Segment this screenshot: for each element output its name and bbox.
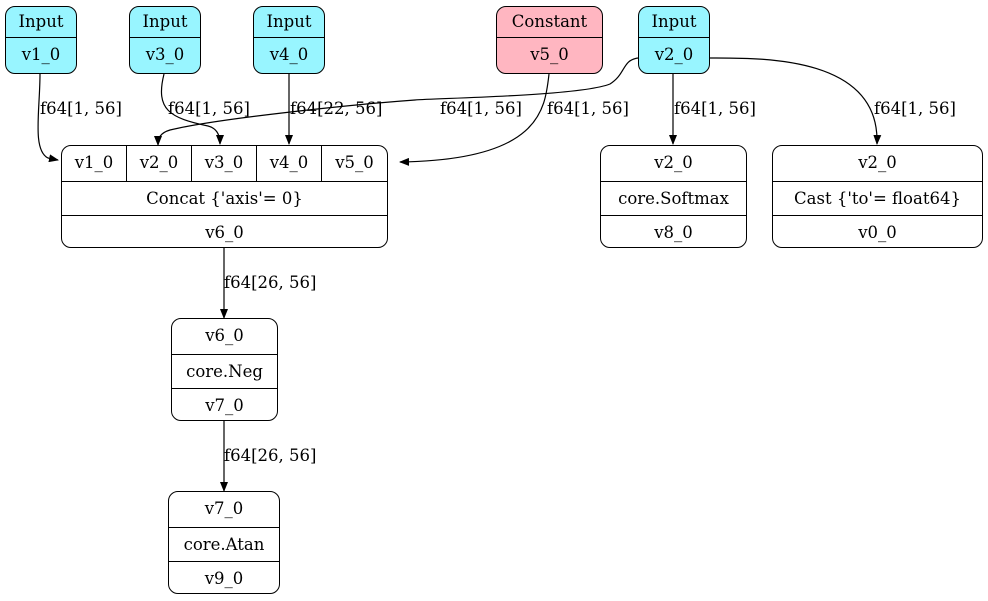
node-output-name: v0_0 [773, 215, 982, 247]
input-node-v4[interactable]: Input v4_0 [253, 6, 325, 74]
node-input-name: v7_0 [204, 499, 244, 518]
edge-v3-to-concat [160, 73, 224, 145]
edge-label-v3-concat: f64[1, 56] [168, 99, 250, 118]
edge-label-concat-neg: f64[26, 56] [224, 273, 317, 292]
constant-node-v5[interactable]: Constant v5_0 [496, 6, 603, 74]
concat-input-ports: v1_0 v2_0 v3_0 v4_0 v5_0 [62, 146, 387, 181]
port-v4: v4_0 [256, 146, 321, 181]
node-input-name: v2_0 [654, 153, 693, 172]
port-v2: v2_0 [126, 146, 191, 181]
port-v3: v3_0 [191, 146, 256, 181]
cast-node[interactable]: v2_0 Cast {'to'= float64} v0_0 [772, 145, 983, 248]
node-type-label: Input [651, 12, 697, 31]
node-type-label: Input [18, 12, 64, 31]
node-op-label: Cast {'to'= float64} [773, 181, 982, 215]
node-output-name: v4_0 [254, 37, 324, 71]
edge-label-v2-concat: f64[1, 56] [440, 99, 522, 118]
edge-label-v2-cast: f64[1, 56] [874, 99, 956, 118]
node-output-name: v7_0 [172, 388, 277, 420]
edge-label-neg-atan: f64[26, 56] [224, 446, 317, 465]
edge-v2-to-concat [154, 57, 639, 146]
node-op-label: Concat {'axis'= 0} [62, 181, 387, 215]
edge-v2-to-cast [708, 57, 882, 145]
edge-v5-to-concat [399, 73, 550, 166]
node-type-label: Input [142, 12, 188, 31]
node-output-name: v3_0 [130, 37, 200, 71]
node-type-label: Input [266, 12, 312, 31]
concat-node[interactable]: v1_0 v2_0 v3_0 v4_0 v5_0 Concat {'axis'=… [61, 145, 388, 248]
input-node-v1[interactable]: Input v1_0 [5, 6, 77, 74]
node-output-name: v6_0 [62, 215, 387, 247]
edge-label-v5-concat: f64[1, 56] [547, 99, 629, 118]
softmax-node[interactable]: v2_0 core.Softmax v8_0 [600, 145, 747, 248]
node-output-name: v5_0 [497, 37, 602, 71]
port-v5: v5_0 [321, 146, 387, 181]
node-op-label: core.Softmax [601, 181, 746, 215]
neg-node[interactable]: v6_0 core.Neg v7_0 [171, 318, 278, 421]
edge-label-v4-concat: f64[22, 56] [290, 99, 383, 118]
node-output-name: v1_0 [6, 37, 76, 71]
node-input-name: v6_0 [205, 326, 244, 345]
node-type-label: Constant [511, 12, 588, 31]
node-output-name: v8_0 [601, 215, 746, 247]
atan-node[interactable]: v7_0 core.Atan v9_0 [168, 491, 280, 594]
node-output-name: v2_0 [639, 37, 709, 71]
edge-v1-to-concat [37, 73, 59, 163]
input-node-v2[interactable]: Input v2_0 [638, 6, 710, 74]
port-v1: v1_0 [74, 153, 114, 172]
edge-label-v1-concat: f64[1, 56] [40, 99, 122, 118]
input-node-v3[interactable]: Input v3_0 [129, 6, 201, 74]
node-output-name: v9_0 [169, 561, 279, 593]
node-op-label: core.Atan [169, 527, 279, 561]
edge-label-v2-softmax: f64[1, 56] [674, 99, 756, 118]
node-input-name: v2_0 [858, 153, 897, 172]
node-op-label: core.Neg [172, 354, 277, 388]
